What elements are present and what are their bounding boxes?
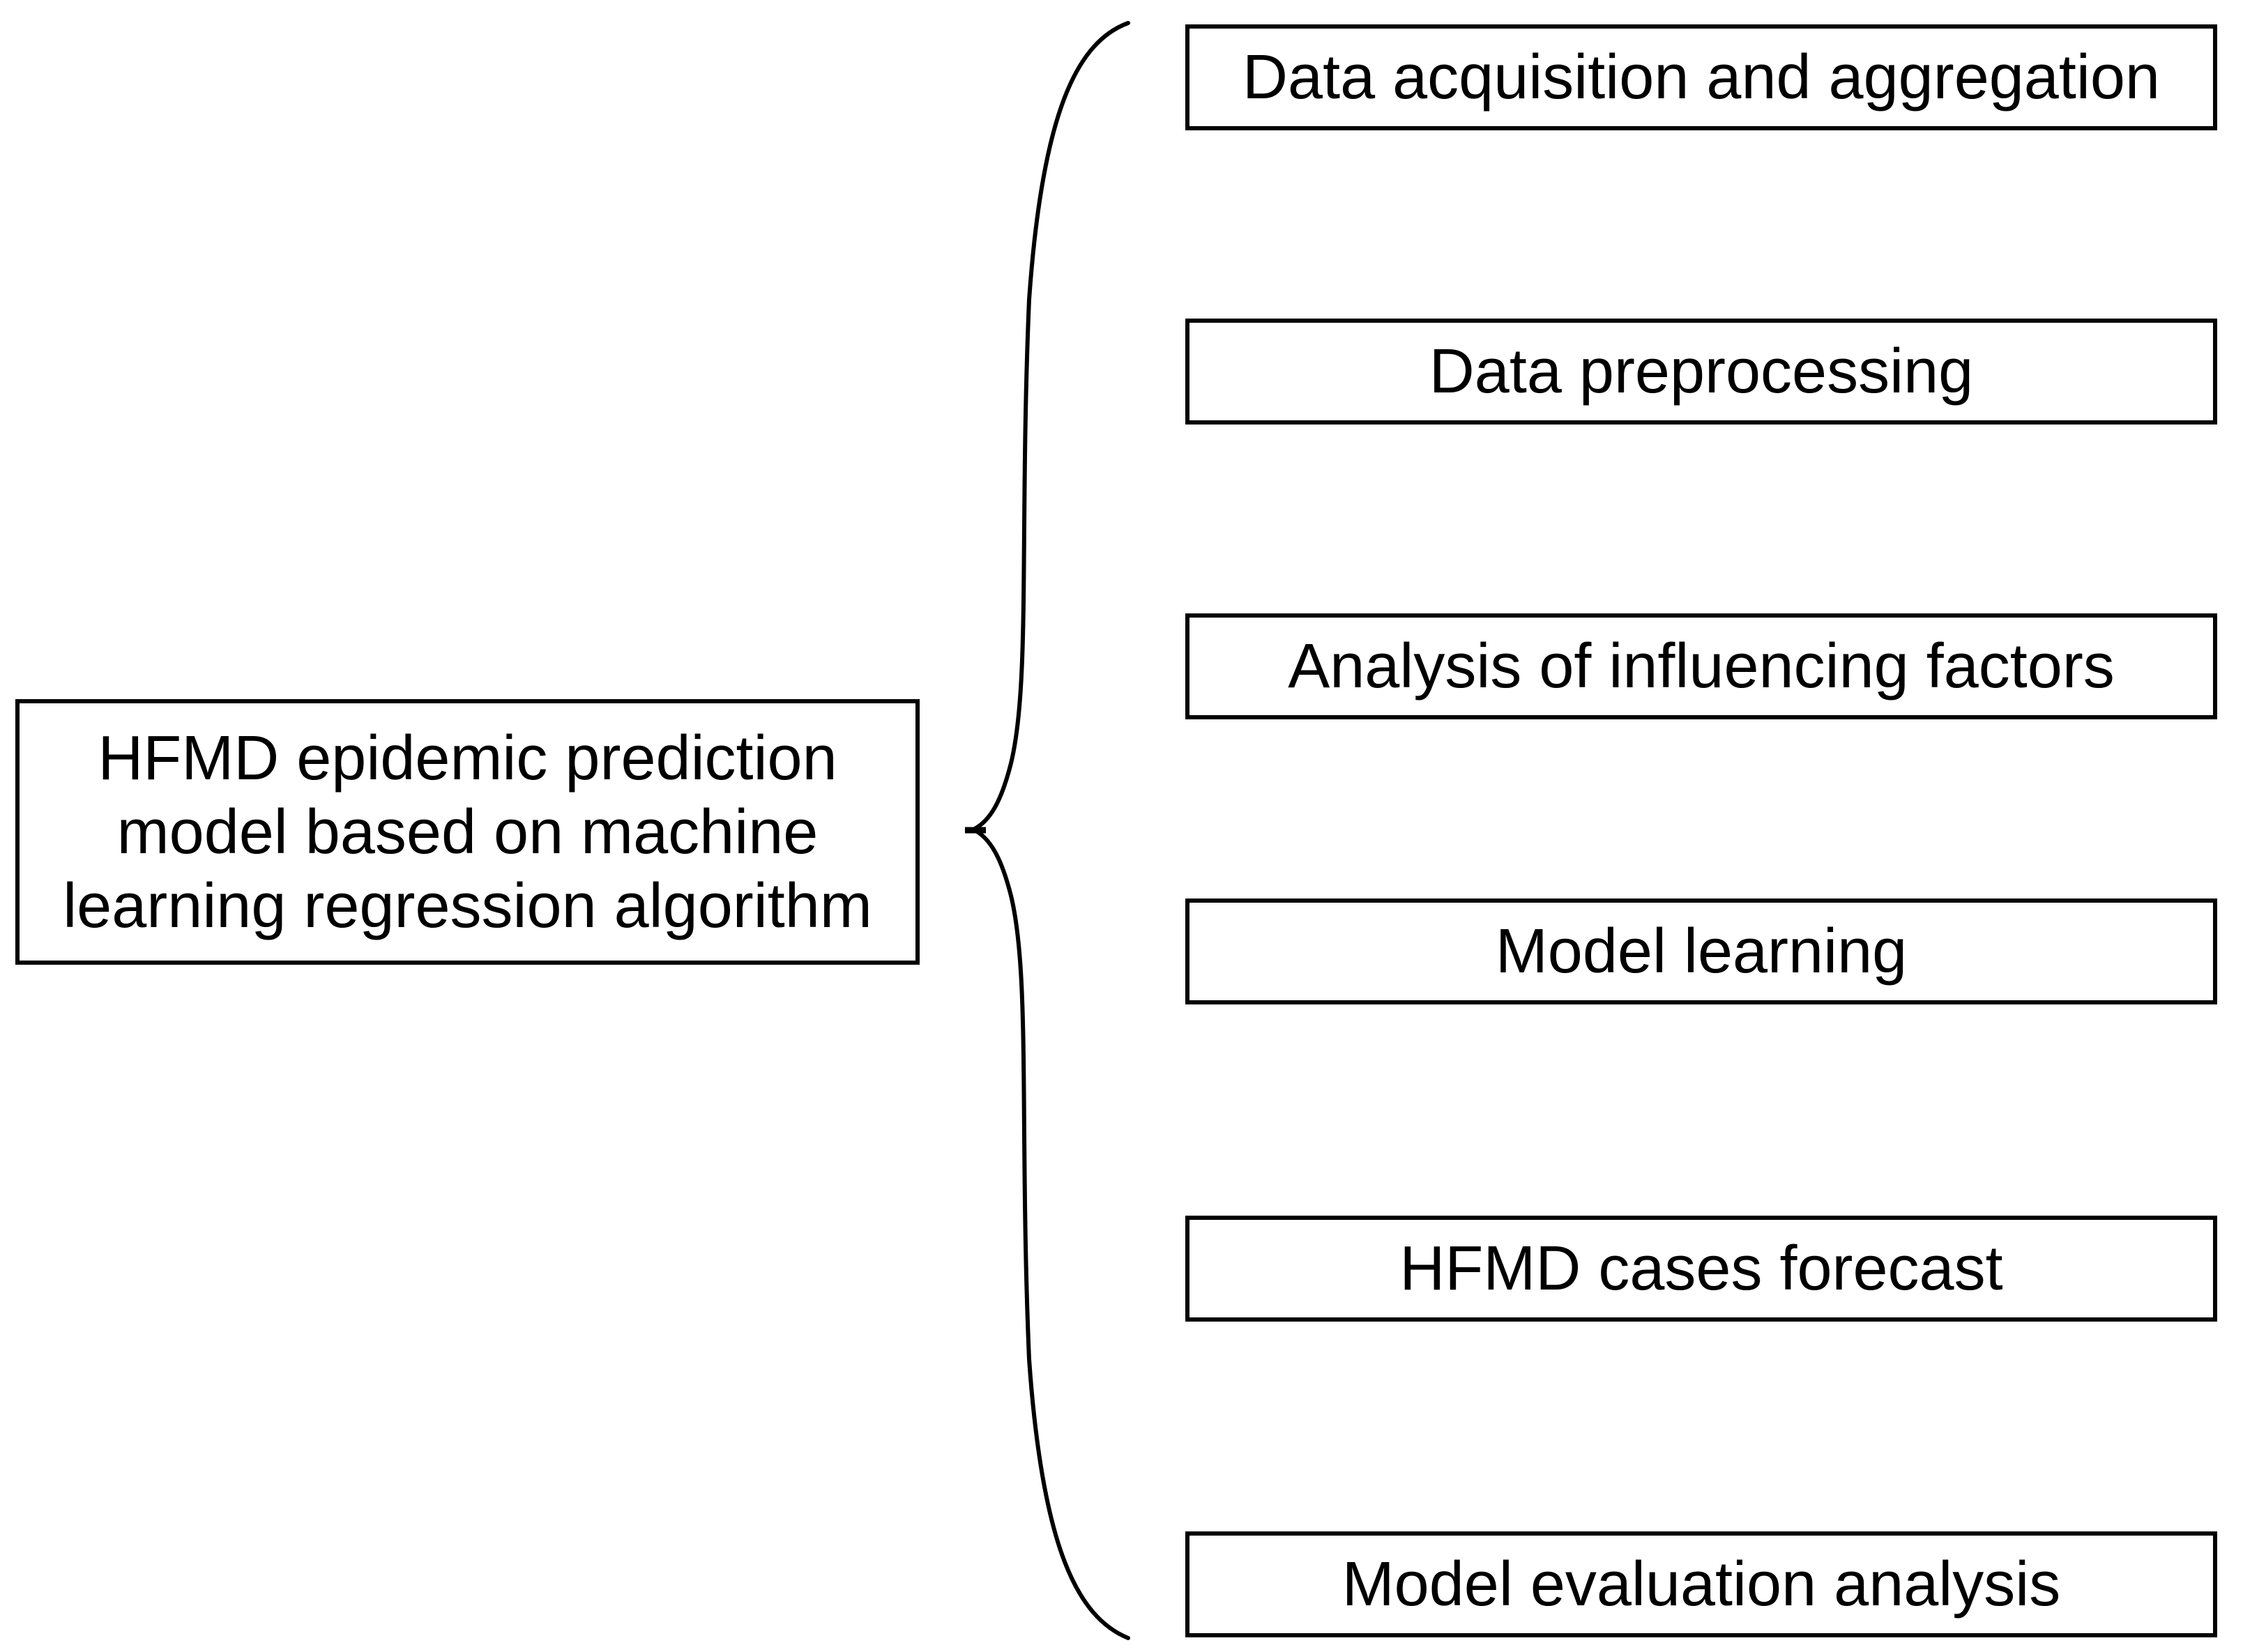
- stage-box-model-evaluation: Model evaluation analysis: [1185, 1531, 2217, 1637]
- root-box: HFMD epidemic prediction model based on …: [15, 699, 920, 965]
- root-box-line: HFMD epidemic prediction: [98, 723, 837, 793]
- stage-box-data-preprocessing: Data preprocessing: [1185, 319, 2217, 425]
- stage-label: Model evaluation analysis: [1341, 1549, 2061, 1619]
- stage-box-data-acquisition: Data acquisition and aggregation: [1185, 24, 2217, 130]
- stage-label: Data preprocessing: [1429, 336, 1974, 406]
- stage-box-influencing-factors: Analysis of influencing factors: [1185, 613, 2217, 719]
- stage-label: Model learning: [1495, 916, 1908, 986]
- root-box-line: model based on machine: [116, 797, 819, 867]
- stage-label: Data acquisition and aggregation: [1242, 42, 2160, 112]
- root-box-line: learning regression algorithm: [63, 871, 872, 941]
- stage-box-model-learning: Model learning: [1185, 898, 2217, 1004]
- stage-label: HFMD cases forecast: [1399, 1233, 2003, 1303]
- stage-label: Analysis of influencing factors: [1288, 631, 2115, 701]
- stage-box-hfmd-cases-forecast: HFMD cases forecast: [1185, 1216, 2217, 1322]
